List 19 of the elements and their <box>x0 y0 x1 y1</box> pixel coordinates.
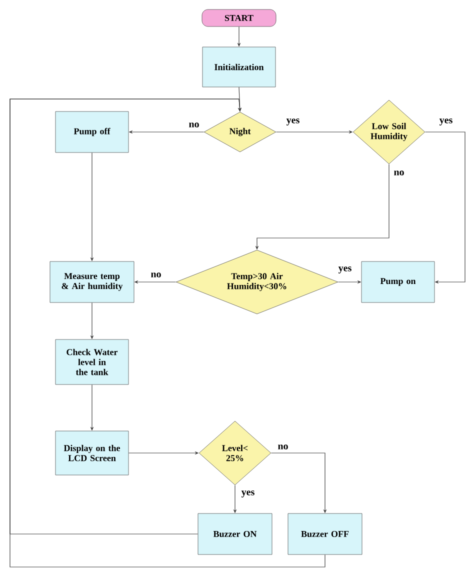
process-box: Pump on <box>361 261 435 303</box>
edge-label: no <box>392 170 406 176</box>
arrow <box>424 132 466 284</box>
start-terminal: START <box>202 9 276 27</box>
process-box: Initialization <box>202 46 276 88</box>
edge-label: yes <box>285 118 301 126</box>
edge-label: no <box>188 122 200 128</box>
process-box: Display on the LCD Screen <box>55 430 129 476</box>
edge-label: yes <box>240 490 256 498</box>
edge-label: no <box>150 272 162 278</box>
process-box: Measure temp & Air humidity <box>50 261 134 303</box>
process-box: Pump off <box>55 111 129 153</box>
arrow <box>10 98 326 568</box>
process-box: Check Water level in the tank <box>55 339 129 385</box>
edge-label: yes <box>438 118 454 126</box>
edge-label: yes <box>337 266 353 274</box>
edge-label: no <box>276 444 290 450</box>
process-box: Buzzer OFF <box>288 513 362 555</box>
process-box: Buzzer ON <box>198 513 272 555</box>
